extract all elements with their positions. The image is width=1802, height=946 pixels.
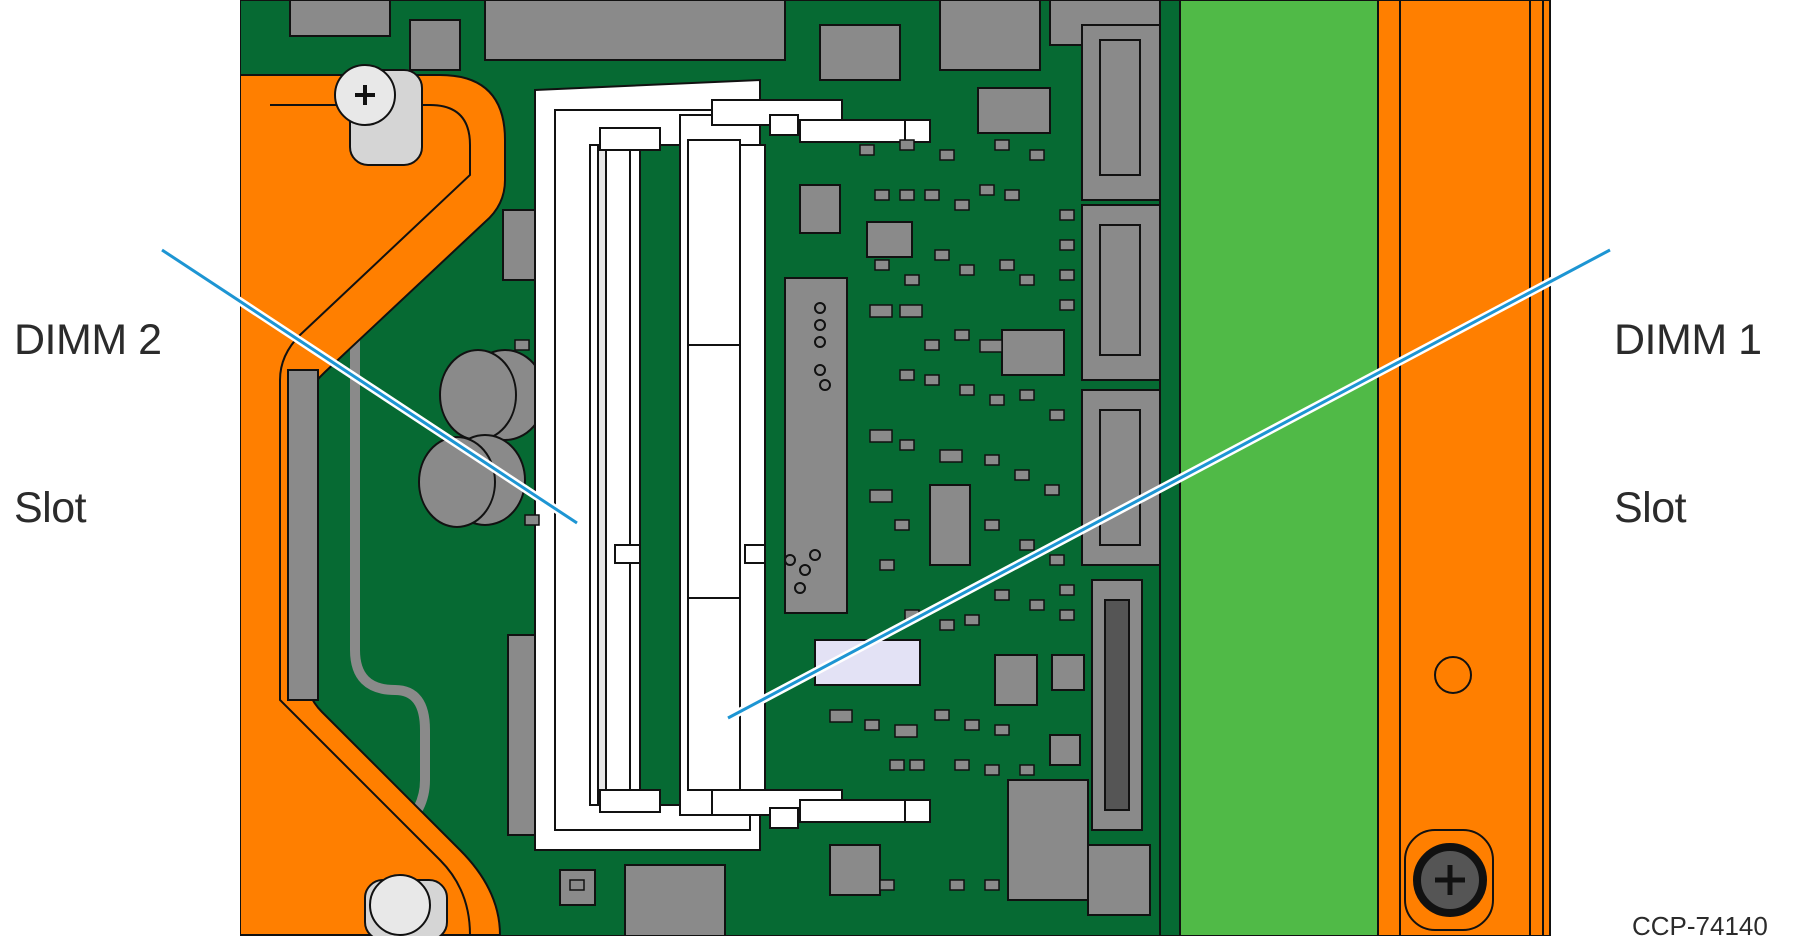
figure-id: CCP-74140 xyxy=(1632,911,1768,941)
chip xyxy=(624,864,726,936)
mounting-hole-icon xyxy=(1434,656,1472,694)
chip xyxy=(929,484,971,566)
pin-header xyxy=(1087,844,1151,916)
dimm2-callout-subtitle: Slot xyxy=(14,484,87,532)
bracket-edge xyxy=(1529,0,1551,936)
chip xyxy=(1049,734,1081,766)
ribbon-connector xyxy=(1091,579,1143,831)
chip xyxy=(289,0,391,37)
chip xyxy=(799,184,841,234)
dimm1-callout: DIMM 1 Slot xyxy=(1614,200,1762,592)
sata-connector xyxy=(1081,24,1165,201)
chip xyxy=(994,654,1038,706)
riser-board xyxy=(1159,0,1181,936)
chip xyxy=(784,277,848,614)
chip xyxy=(1051,654,1085,691)
dimm-latch xyxy=(799,119,931,143)
dimm2-leader-line xyxy=(161,248,578,525)
bracket-channel xyxy=(287,369,319,701)
pin-header xyxy=(1007,779,1089,901)
chip xyxy=(866,221,913,258)
chip xyxy=(409,19,461,71)
dimm1-callout-title: DIMM 1 xyxy=(1614,316,1762,364)
expansion-bracket xyxy=(1377,0,1551,936)
dimm1-slot xyxy=(679,99,843,829)
screw-icon xyxy=(334,64,423,166)
screw-icon xyxy=(364,874,448,936)
sata-connector xyxy=(1081,204,1165,381)
fan-header xyxy=(819,24,901,81)
dimm2-callout: DIMM 2 Slot xyxy=(14,200,162,592)
capacitor xyxy=(439,349,546,441)
chip xyxy=(977,87,1051,134)
riser-card xyxy=(1179,0,1381,936)
screw-icon xyxy=(1404,829,1494,931)
dimm1-callout-subtitle: Slot xyxy=(1614,484,1687,532)
connector xyxy=(484,0,786,61)
dimm2-callout-title: DIMM 2 xyxy=(14,316,162,364)
chip xyxy=(1001,329,1065,376)
dimm1-leader-line xyxy=(727,248,1611,720)
chip xyxy=(829,844,881,896)
dimm-latch xyxy=(799,799,931,823)
chip xyxy=(939,0,1041,71)
sata-connector xyxy=(1081,389,1165,566)
